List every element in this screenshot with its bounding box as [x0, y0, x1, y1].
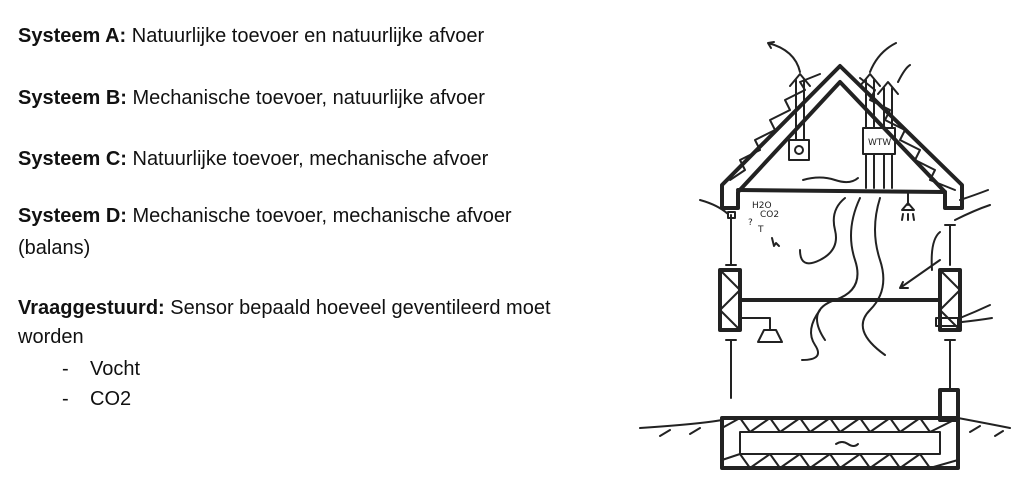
list-item: -CO2 [62, 388, 132, 410]
svg-text:CO2: CO2 [760, 210, 779, 220]
demand-controlled: Vraaggestuurd: Sensor bepaald hoeveel ge… [18, 296, 551, 320]
system-b: Systeem B: Mechanische toevoer, natuurli… [18, 86, 485, 110]
list-item: -Vocht [62, 358, 141, 380]
system-b-text: Mechanische toevoer, natuurlijke afvoer [126, 87, 485, 109]
system-a-text: Natuurlijke toevoer en natuurlijke afvoe… [126, 25, 485, 47]
system-d-text: Mechanische toevoer, mechanische afvoer [126, 205, 512, 227]
svg-text:H2O: H2O [752, 201, 772, 211]
demand-label: Vraaggestuurd: [18, 297, 165, 319]
system-b-label: Systeem B: [18, 87, 127, 109]
system-d-note: (balans) [18, 237, 91, 259]
demand-text-cont: worden [18, 326, 84, 348]
demand-text: Sensor bepaald hoeveel geventileerd moet [164, 297, 551, 319]
system-c-text: Natuurlijke toevoer, mechanische afvoer [126, 148, 489, 170]
system-d: Systeem D: Mechanische toevoer, mechanis… [18, 204, 512, 228]
wtw-label: WTW [868, 138, 891, 148]
svg-text:?: ? [748, 218, 753, 228]
system-a: Systeem A: Natuurlijke toevoer en natuur… [18, 24, 484, 48]
system-c: Systeem C: Natuurlijke toevoer, mechanis… [18, 147, 488, 171]
system-a-label: Systeem A: [18, 25, 127, 47]
svg-text:T: T [757, 225, 764, 235]
system-c-label: Systeem C: [18, 148, 127, 170]
system-d-label: Systeem D: [18, 205, 127, 227]
